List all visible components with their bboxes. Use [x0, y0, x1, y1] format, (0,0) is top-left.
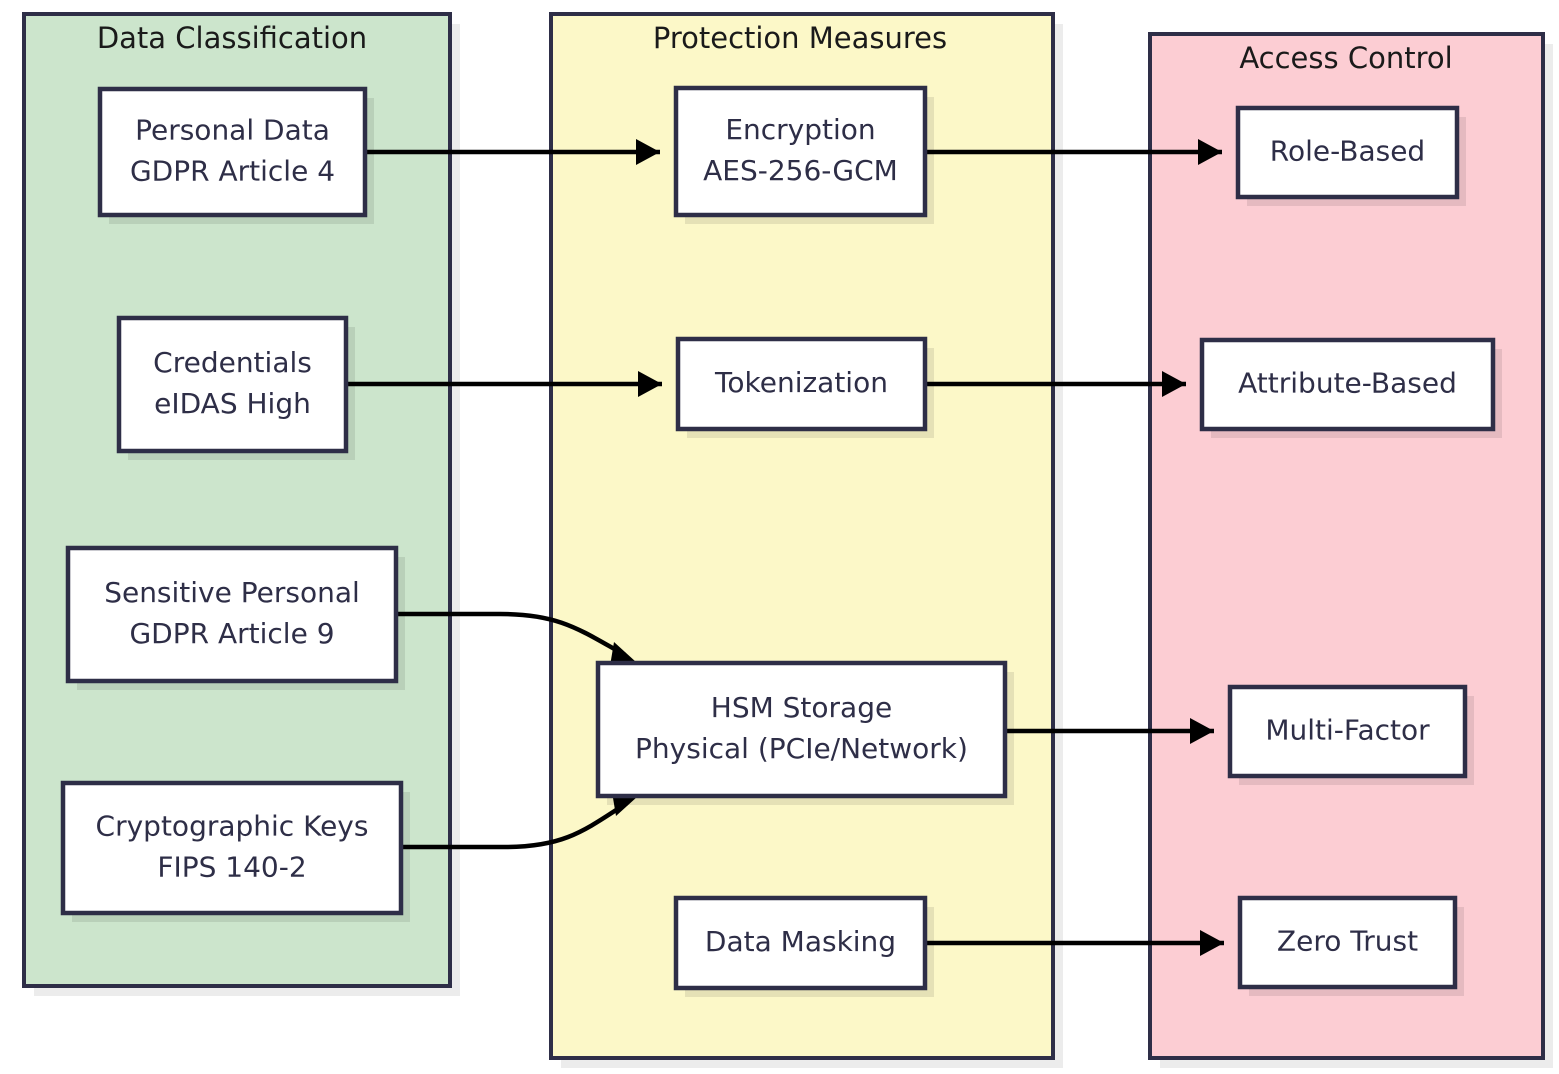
arrow-head-icon — [1200, 930, 1224, 956]
node-label: Personal Data — [135, 114, 330, 147]
edge-line — [401, 801, 629, 850]
node-label: Data Masking — [705, 925, 896, 958]
node-label: Sensitive Personal — [104, 576, 360, 609]
node-label: GDPR Article 4 — [130, 155, 335, 188]
cluster-title: Access Control — [1239, 41, 1452, 75]
node-rect[interactable] — [595, 660, 1008, 799]
node-rect[interactable] — [116, 315, 349, 454]
arrow-head-icon — [1162, 371, 1186, 397]
node-label: Attribute-Based — [1238, 367, 1457, 400]
edge-group — [346, 139, 1224, 956]
node-label: GDPR Article 9 — [129, 617, 334, 650]
edge-data-masking-to-zero-trust[interactable] — [925, 930, 1224, 956]
node-data-masking[interactable]: Data Masking — [673, 895, 934, 997]
node-credentials[interactable]: Credentials eIDAS High — [116, 315, 355, 460]
node-rect[interactable] — [1237, 895, 1458, 990]
cluster-access-control: Access Control — [1148, 32, 1553, 1068]
cluster-group: Data Classification Protection MeasuresAc… — [22, 12, 1553, 1068]
edge-hsm-storage-to-multi-factor[interactable] — [1005, 718, 1214, 744]
node-rect[interactable] — [1227, 684, 1468, 779]
node-rect[interactable] — [673, 895, 928, 991]
arrow-head-icon — [1198, 139, 1222, 165]
node-tokenization[interactable]: Tokenization — [675, 336, 934, 438]
node-rect[interactable] — [97, 86, 368, 218]
arrow-head-icon — [638, 371, 662, 397]
node-label: Cryptographic Keys — [96, 810, 369, 843]
node-rect[interactable] — [1235, 105, 1460, 200]
edge-encryption-to-role-based[interactable] — [925, 139, 1222, 165]
node-label: Credentials — [153, 346, 312, 379]
arrow-head-icon — [636, 139, 660, 165]
cluster-rect[interactable] — [1148, 32, 1545, 1060]
node-multi-factor[interactable]: Multi-Factor — [1227, 684, 1474, 785]
node-rect[interactable] — [60, 780, 404, 916]
cluster-title: Data Classification — [97, 21, 367, 55]
cluster-title: Protection Measures — [653, 21, 947, 55]
node-label: Zero Trust — [1277, 925, 1418, 958]
node-rect[interactable] — [673, 85, 928, 218]
node-rect[interactable] — [675, 336, 928, 432]
node-label: Multi-Factor — [1265, 714, 1430, 747]
edge-line — [396, 611, 627, 657]
node-label: Encryption — [725, 113, 875, 146]
edge-personal-data-to-encryption[interactable] — [365, 139, 660, 165]
cluster-protection-measures: Protection Measures — [549, 12, 1063, 1068]
node-rect[interactable] — [65, 545, 399, 684]
node-label: AES-256-GCM — [703, 154, 898, 187]
edge-tokenization-to-attribute-based[interactable] — [925, 371, 1186, 397]
node-label: HSM Storage — [711, 691, 892, 724]
node-zero-trust[interactable]: Zero Trust — [1237, 895, 1464, 996]
node-label: Tokenization — [714, 366, 888, 399]
node-rect[interactable] — [1199, 337, 1496, 432]
node-label: eIDAS High — [154, 387, 311, 420]
edge-sensitive-personal-to-hsm-storage[interactable] — [396, 611, 636, 666]
arrow-head-icon — [610, 642, 636, 666]
edge-credentials-to-tokenization[interactable] — [346, 371, 662, 397]
node-attribute-based[interactable]: Attribute-Based — [1199, 337, 1502, 438]
arrow-head-icon — [1190, 718, 1214, 744]
node-label: Physical (PCIe/Network) — [635, 732, 968, 765]
node-label: Role-Based — [1270, 135, 1425, 168]
node-label: FIPS 140-2 — [157, 851, 306, 884]
node-role-based[interactable]: Role-Based — [1235, 105, 1466, 206]
